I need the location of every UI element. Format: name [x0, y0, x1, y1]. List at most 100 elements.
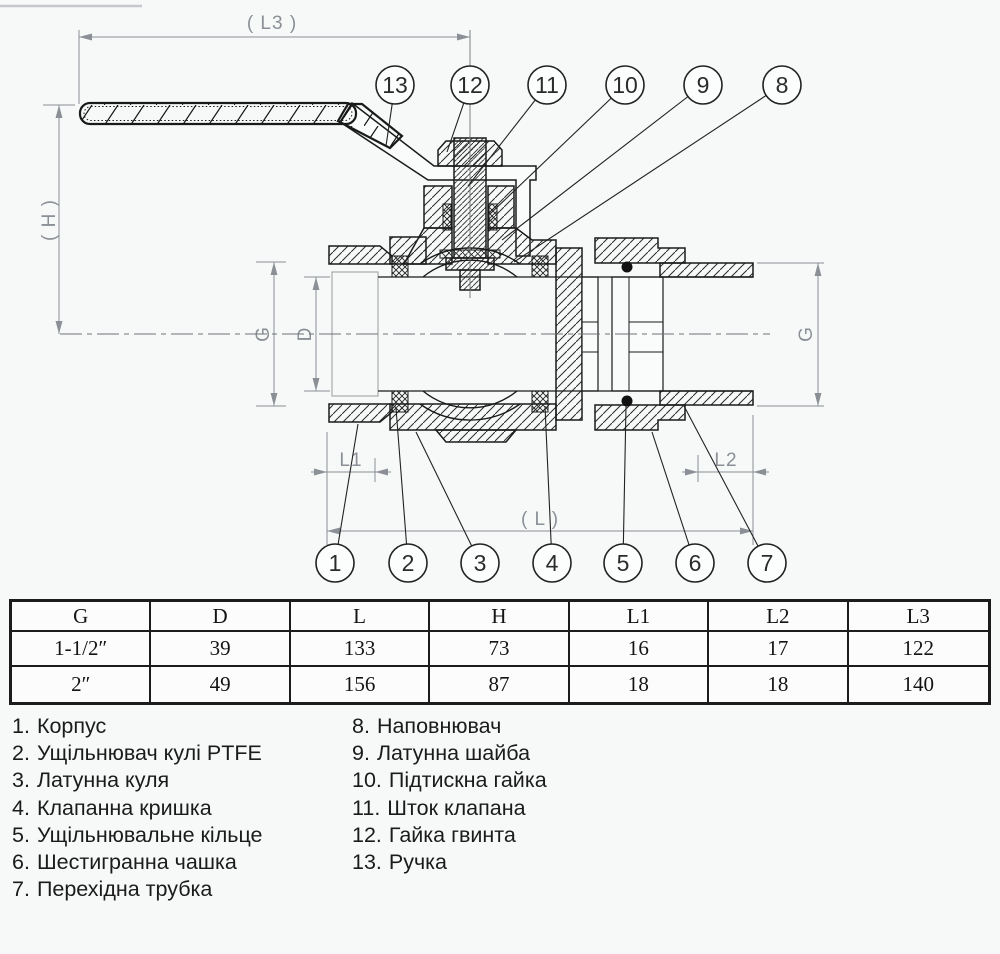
part-name: Ручка — [388, 850, 448, 875]
part-name: Ущільнювальне кільце — [36, 822, 263, 847]
table-cell: 1-1/2″ — [12, 632, 152, 667]
part-item-1: 1.Корпус — [12, 713, 263, 740]
part-item-9: 9.Латунна шайба — [352, 740, 547, 767]
dimension-lines — [43, 30, 824, 545]
callout-4-number: 4 — [546, 550, 559, 576]
part-number: 5. — [12, 822, 30, 847]
callout-3: 3 — [460, 543, 500, 583]
dim-label-g-right: G — [796, 326, 817, 342]
parts-list-left: 1.Корпус 2.Ущільнювач кулі PTFE 3.Латунн… — [12, 713, 263, 903]
callout-5-number: 5 — [617, 550, 630, 576]
part-item-12: 12.Гайка гвинта — [352, 822, 547, 849]
callout-leaders — [334, 84, 783, 564]
callout-8-number: 8 — [776, 72, 789, 98]
part-item-4: 4.Клапанна кришка — [12, 795, 263, 822]
dim-label-l: ( L ) — [521, 509, 559, 530]
part-number: 12. — [352, 822, 382, 847]
part-number: 7. — [12, 877, 30, 902]
part-item-7: 7.Перехідна трубка — [12, 876, 263, 903]
valve-technical-drawing: ( L3 ) ( H ) G D L1 L2 ( L ) G — [0, 4, 824, 583]
part-name: Наповнювач — [376, 714, 502, 738]
table-cell: 73 — [430, 632, 570, 667]
callout-5: 5 — [603, 543, 643, 583]
table-cell: 156 — [291, 667, 431, 702]
part-item-8: 8.Наповнювач — [352, 713, 547, 740]
callout-4: 4 — [532, 543, 572, 583]
callout-12-number: 12 — [457, 72, 483, 98]
handle-grip-slope — [336, 102, 404, 150]
part-item-5: 5.Ущільнювальне кільце — [12, 822, 263, 849]
part-name: Латунна куля — [36, 768, 170, 793]
table-cell: 49 — [151, 667, 291, 702]
o-ring — [621, 395, 633, 407]
callout-3-number: 3 — [474, 550, 487, 576]
part-number: 13. — [352, 850, 382, 875]
part-number: 2. — [12, 741, 30, 766]
part-item-6: 6.Шестигранна чашка — [12, 849, 263, 876]
table-header-d: D — [151, 602, 291, 632]
table-cell: 18 — [709, 667, 849, 702]
table-header-h: H — [430, 602, 570, 632]
table-cell: 87 — [430, 667, 570, 702]
valve-body-section — [78, 101, 754, 443]
table-header-l1: L1 — [569, 602, 710, 632]
callout-6-number: 6 — [689, 550, 702, 576]
part-item-3: 3.Латунна куля — [12, 767, 263, 794]
table-header-l2: L2 — [709, 602, 849, 632]
part-item-10: 10.Підтискна гайка — [352, 767, 547, 794]
part-name: Перехідна трубка — [36, 877, 213, 902]
part-name: Гайка гвинта — [388, 822, 516, 847]
dim-label-l1: L1 — [339, 450, 362, 471]
part-name: Ущільнювач кулі PTFE — [36, 741, 262, 766]
table-cell: 122 — [848, 632, 988, 667]
part-number: 3. — [12, 768, 30, 793]
part-name: Корпус — [36, 714, 107, 738]
table-cell: 17 — [709, 632, 849, 667]
part-number: 9. — [352, 741, 370, 766]
table-cell: 39 — [151, 632, 291, 667]
part-name: Шток клапана — [387, 795, 526, 820]
table-cell: 140 — [902, 672, 935, 696]
o-ring — [621, 261, 633, 273]
adapter-pipe — [659, 262, 754, 278]
part-number: 8. — [352, 714, 370, 738]
callout-8: 8 — [762, 65, 802, 105]
table-cell: 133 — [290, 632, 431, 667]
part-number: 1. — [12, 714, 30, 738]
part-name: Підтискна гайка — [388, 768, 547, 793]
callout-1-number: 1 — [329, 550, 342, 576]
callout-6: 6 — [675, 543, 715, 583]
callout-11: 11 — [527, 65, 567, 105]
part-number: 4. — [12, 795, 30, 820]
callout-2: 2 — [388, 543, 428, 583]
table-cell: 16 — [569, 632, 710, 667]
callout-13: 13 — [375, 65, 415, 105]
part-name: Латунна шайба — [376, 741, 531, 766]
callout-7: 7 — [747, 543, 787, 583]
callout-13-number: 13 — [382, 72, 408, 98]
callout-1: 1 — [315, 543, 355, 583]
part-item-11: 11.Шток клапана — [352, 795, 547, 822]
dimensions-table: G D L H L1 L2 L3 1-1/2″ 39 133 73 16 17 … — [9, 599, 991, 705]
part-name: Шестигранна чашка — [36, 850, 237, 875]
table-header-g: G — [12, 602, 152, 632]
callout-12: 12 — [450, 65, 490, 105]
callout-2-number: 2 — [402, 550, 415, 576]
dim-label-l3: ( L3 ) — [247, 13, 297, 34]
part-number: 11. — [352, 795, 381, 820]
callout-7-number: 7 — [761, 550, 774, 576]
callout-10-number: 10 — [612, 72, 638, 98]
table-cell: 18 — [570, 667, 710, 702]
parts-list-right: 8.Наповнювач 9.Латунна шайба 10.Підтискн… — [352, 713, 547, 876]
part-item-13: 13.Ручка — [352, 849, 547, 876]
part-item-2: 2.Ущільнювач кулі PTFE — [12, 740, 263, 767]
part-number: 10. — [352, 768, 382, 793]
table-cell: 2″ — [12, 667, 152, 702]
part-number: 6. — [12, 850, 30, 875]
table-header-l: L — [290, 602, 431, 632]
dim-label-d: D — [295, 327, 316, 342]
callout-11-number: 11 — [535, 72, 559, 98]
callout-9-number: 9 — [697, 72, 710, 98]
callout-10: 10 — [605, 65, 645, 105]
